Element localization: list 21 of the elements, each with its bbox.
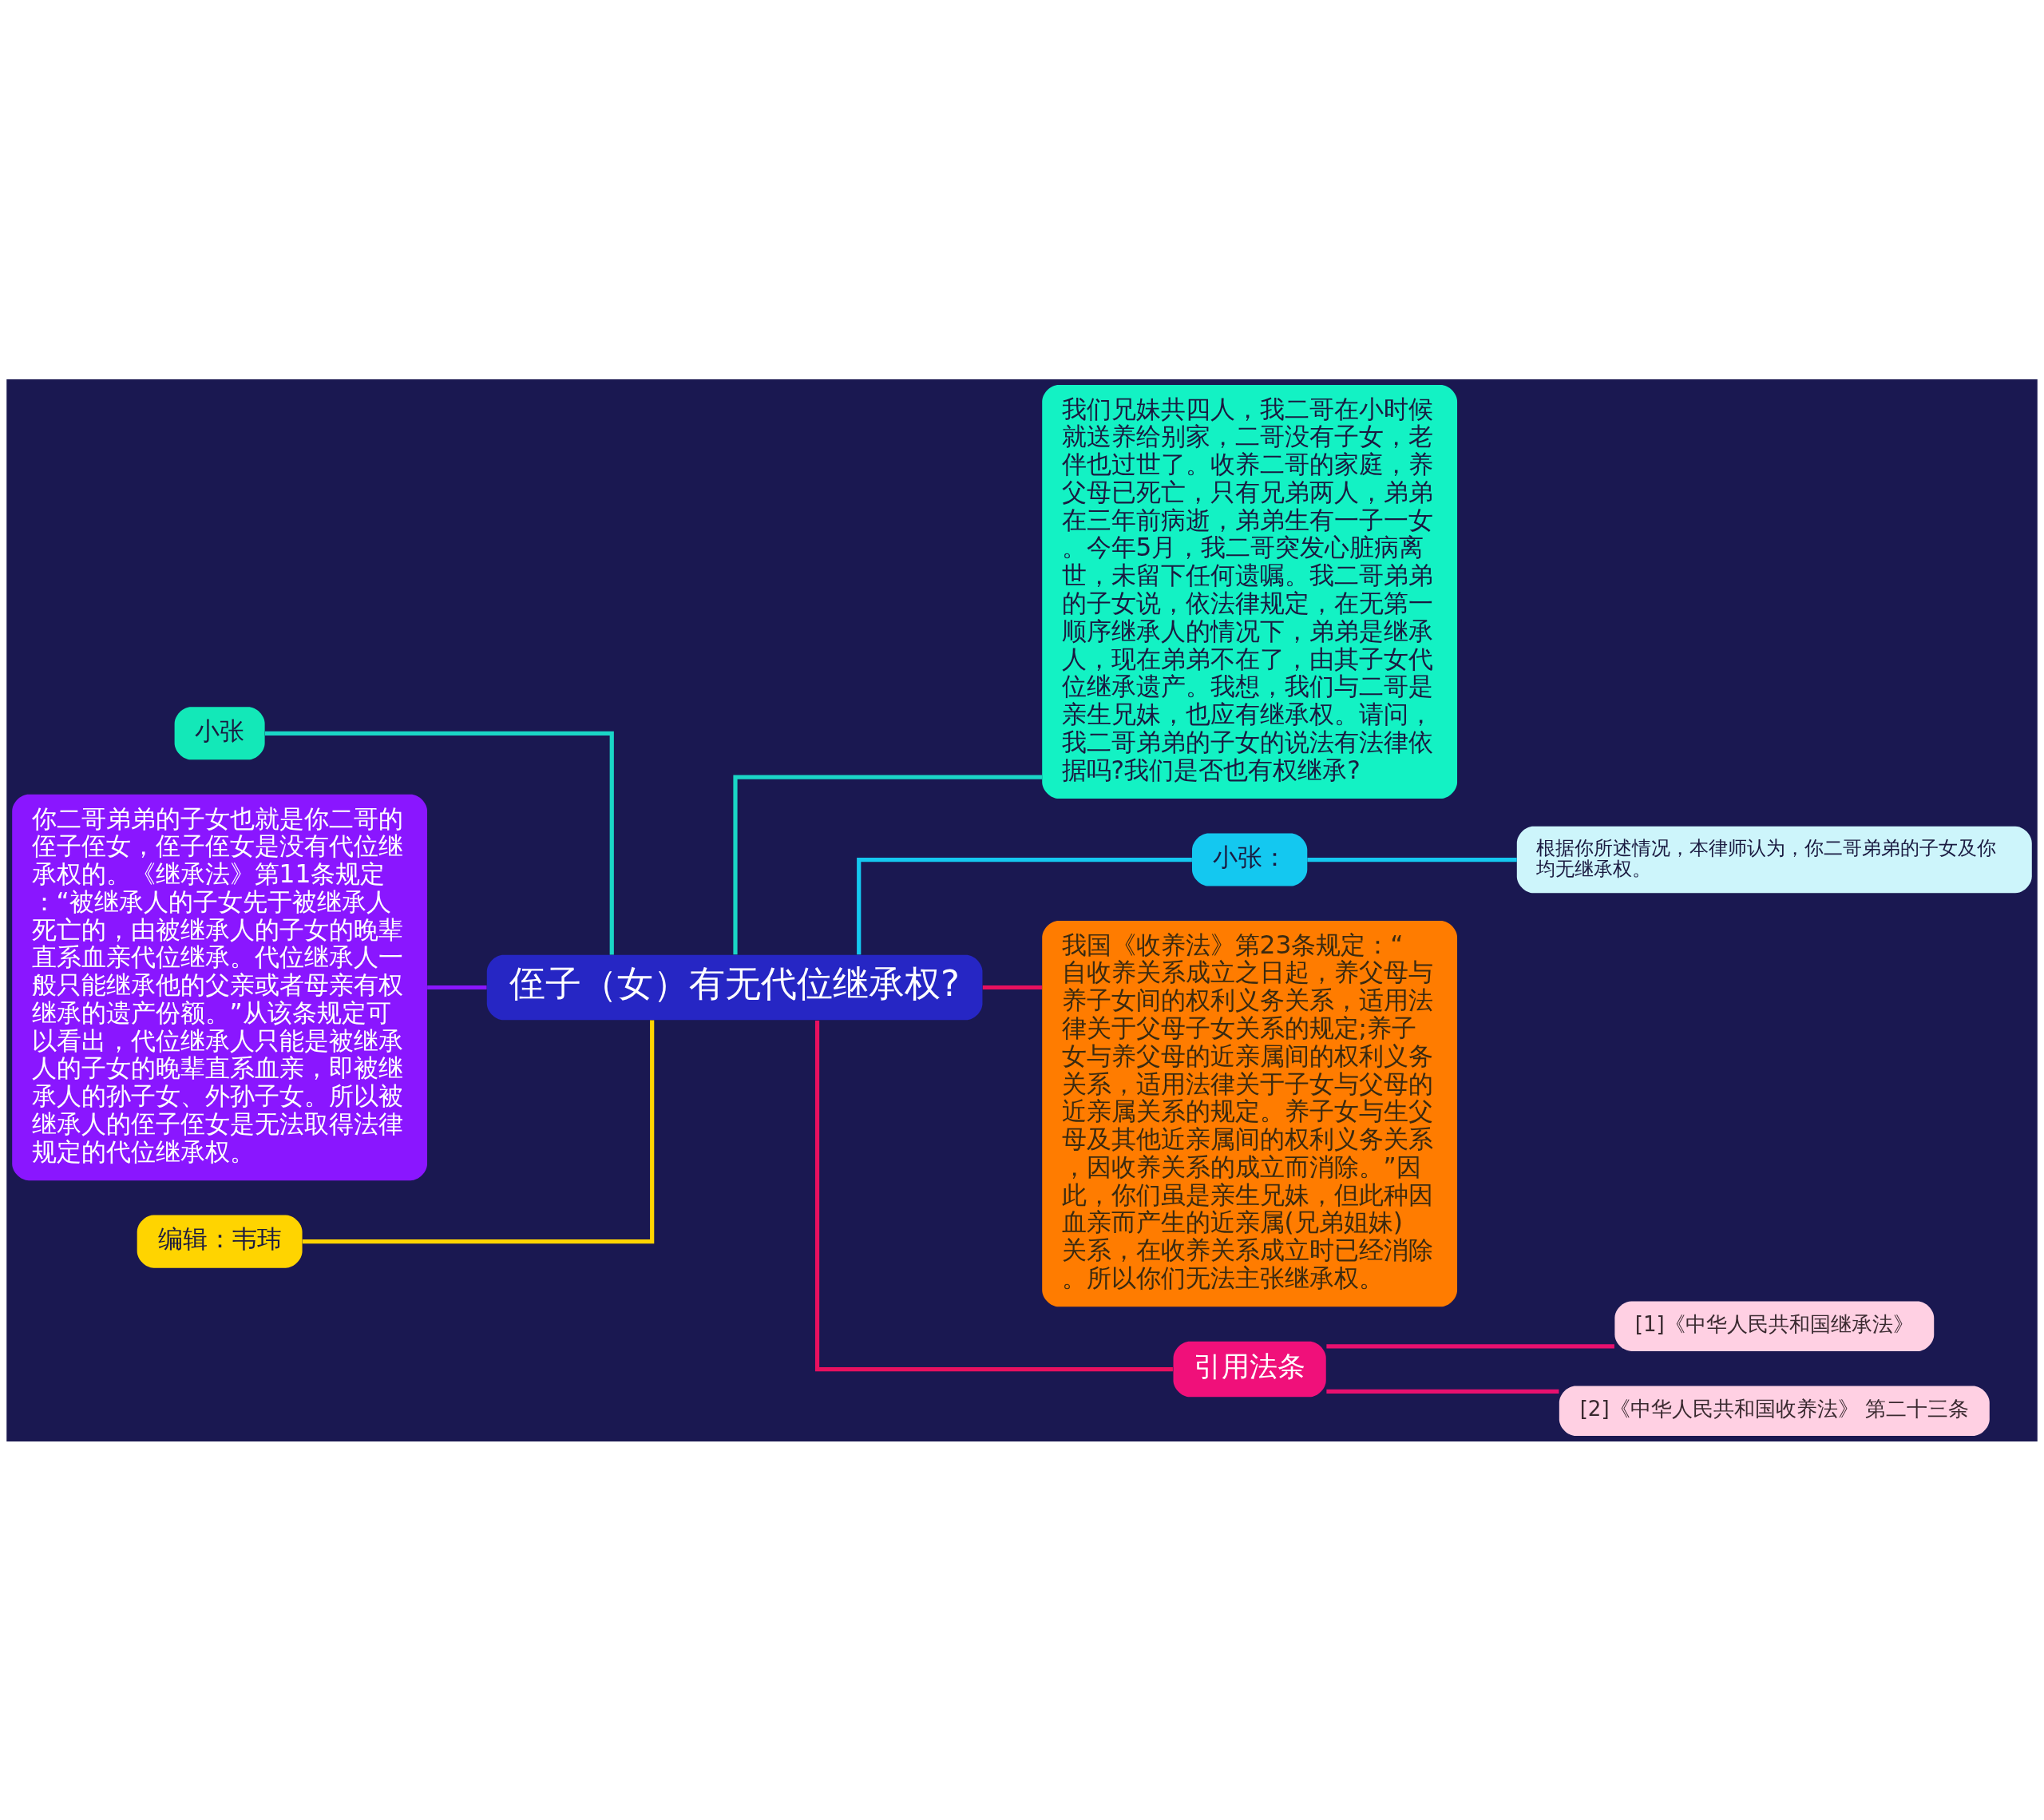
node-box: 侄子（女）有无代位继承权? xyxy=(486,954,983,1020)
node-box: 根据你所述情况，本律师认为，你二哥弟弟的子女及你均无继承权。 xyxy=(1516,826,2032,893)
node-box: [2]《中华人民共和国收养法》 第二十三条 xyxy=(1559,1385,1990,1436)
node-box: 你二哥弟弟的子女也就是你二哥的侄子侄女，侄子侄女是没有代位继承权的。《继承法》第11条规定：“被继承人的子女先于被继承人死亡的，由被继承人的子女的晚辈直系血亲代位继承。代位继承人一般只能继承他的父亲或者母亲有权继承的遗产份额。”从该条规定可以看出，代位继承人只能是被继承人的子女的晚辈直系血亲，即被继承人的孙子女、外孙子女。所以被继承人的侄子侄女是无法取得法律规定的代位继承权。 xyxy=(12,794,428,1180)
connector xyxy=(427,985,487,989)
node-box: 我们兄妹共四人，我二哥在小时候就送养给别家，二哥没有子女，老伴也过世了。收养二哥的家庭，养父母已死亡，只有兄弟两人，弟弟在三年前病逝，弟弟生有一子一女。今年5月，我二哥突发心脏病离世，未留下任何遗嘱。我二哥弟弟的子女说，依法律规定，在无第一顺序继承人的情况下，弟弟是继承人，现在弟弟不在了，由其子女代位继承遗产。我想，我们与二哥是亲生兄妹，也应有继承权。请问，我二哥弟弟的子女的说法有法律依据吗?我们是否也有权继承? xyxy=(1042,384,1458,799)
connector xyxy=(1326,1343,1614,1348)
connector xyxy=(302,1019,655,1243)
connector xyxy=(982,985,1042,989)
connector xyxy=(857,857,1192,954)
connector xyxy=(264,731,614,955)
node-box: 小张： xyxy=(1191,833,1308,886)
connector xyxy=(1326,1389,1559,1394)
node-box: 小张 xyxy=(174,706,265,759)
connector xyxy=(814,1020,1173,1371)
node-box: 我国《收养法》第23条规定：“自收养关系成立之日起，养父母与养子女间的权利义务关系，适用法律关于父母子女关系的规定;养子女与养父母的近亲属间的权利义务关系，适用法律关于子女与父母的近亲属关系的规定。养子女与生父母及其他近亲属间的权利义务关系，因收养关系的成立而消除。”因此，你们虽是亲生兄妹，但此种因血亲而产生的近亲属(兄弟姐妹)关系，在收养关系成立时已经消除。所以你们无法主张继承权。 xyxy=(1042,920,1458,1307)
node-box: 编辑：韦玮 xyxy=(137,1215,303,1268)
node-box: 引用法条 xyxy=(1173,1341,1326,1397)
node-box: [1]《中华人民共和国继承法》 xyxy=(1614,1300,1935,1351)
connector xyxy=(1307,857,1517,862)
connector xyxy=(733,775,1042,954)
